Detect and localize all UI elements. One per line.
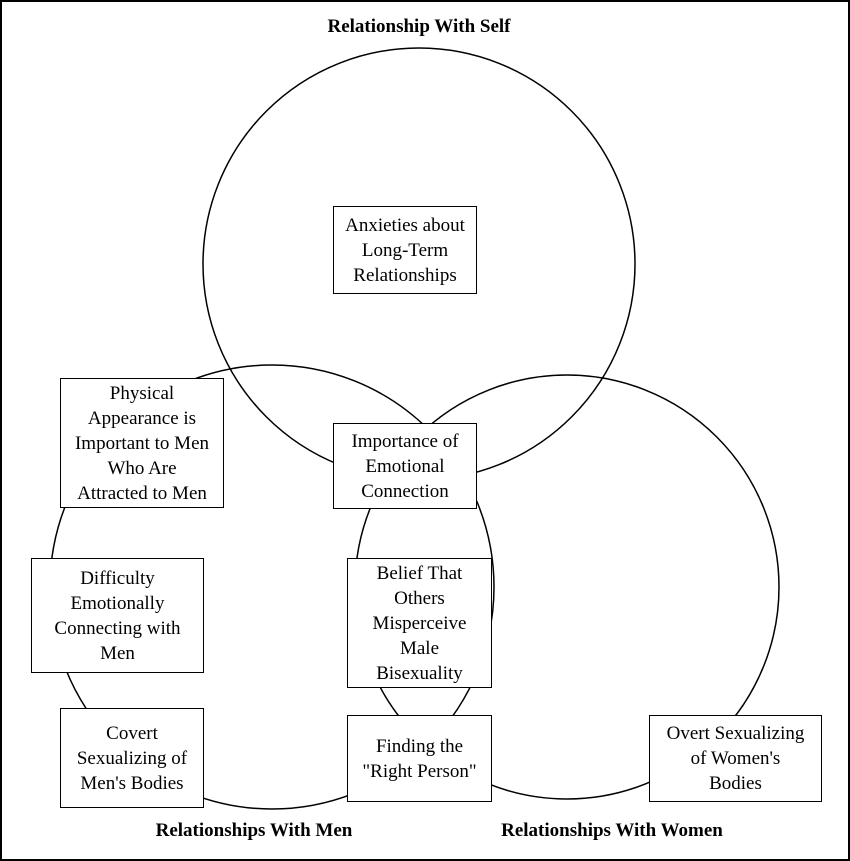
theme-text-emotional-connection: Importance of Emotional Connection <box>351 430 459 502</box>
label-relationship-with-self: Relationship With Self <box>327 16 511 37</box>
theme-box-finding-right-person: Finding the "Right Person" <box>347 715 492 802</box>
theme-box-physical-appearance: Physical Appearance is Important to Men … <box>60 378 224 508</box>
theme-box-anxieties: Anxieties about Long-Term Relationships <box>333 206 477 294</box>
theme-box-misperceive-bisexuality: Belief That Others Misperceive Male Bise… <box>347 558 492 688</box>
label-relationships-with-women: Relationships With Women <box>501 820 723 841</box>
theme-text-difficulty-connecting: Difficulty Emotionally Connecting with M… <box>54 567 181 664</box>
theme-box-covert-sexualizing: Covert Sexualizing of Men's Bodies <box>60 708 204 808</box>
theme-text-overt-sexualizing: Overt Sexualizing of Women's Bodies <box>666 723 805 794</box>
theme-text-finding-right-person: Finding the "Right Person" <box>362 735 477 782</box>
label-relationships-with-men: Relationships With Men <box>155 820 353 841</box>
theme-box-overt-sexualizing: Overt Sexualizing of Women's Bodies <box>649 715 822 802</box>
theme-text-covert-sexualizing: Covert Sexualizing of Men's Bodies <box>76 722 188 794</box>
theme-box-emotional-connection: Importance of Emotional Connection <box>333 423 477 509</box>
theme-text-misperceive-bisexuality: Belief That Others Misperceive Male Bise… <box>372 562 467 684</box>
theme-text-physical-appearance: Physical Appearance is Important to Men … <box>74 382 210 504</box>
theme-text-anxieties: Anxieties about Long-Term Relationships <box>345 214 465 286</box>
theme-box-difficulty-connecting: Difficulty Emotionally Connecting with M… <box>31 558 204 673</box>
